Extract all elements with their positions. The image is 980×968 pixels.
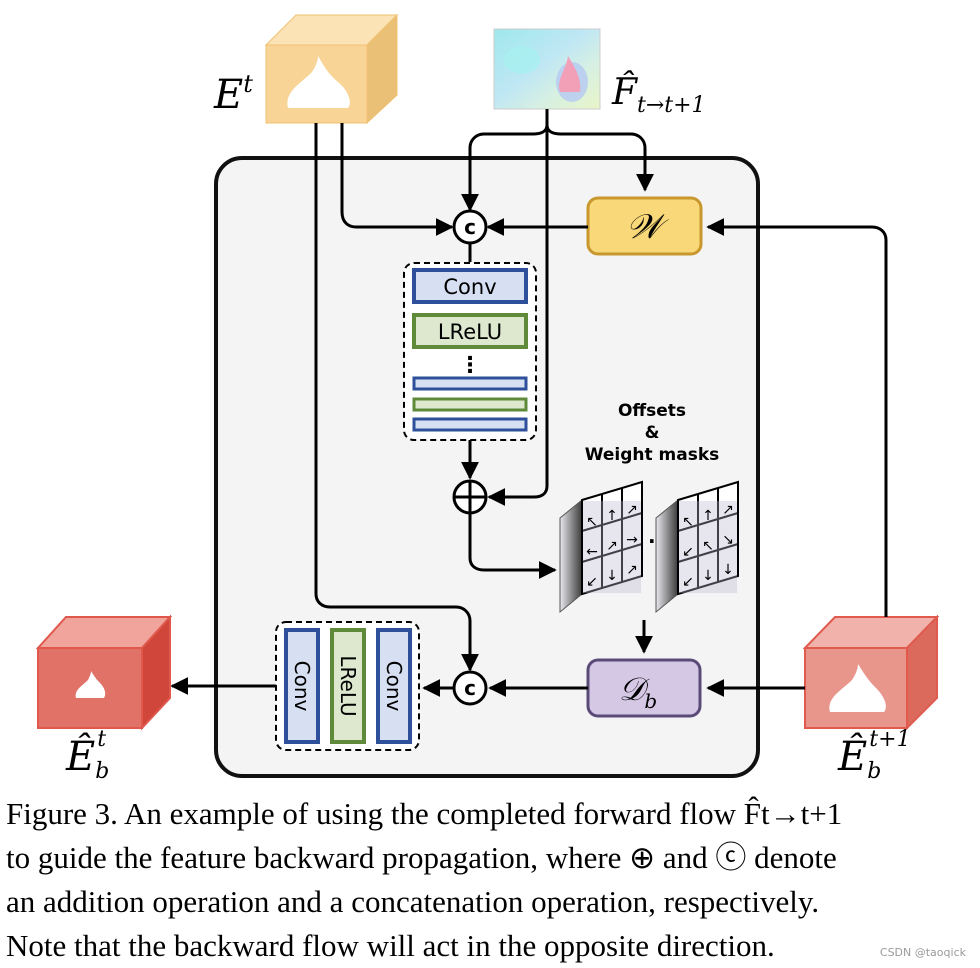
arrow-icon: ↖: [682, 514, 694, 530]
arrow-icon: ↙: [682, 574, 694, 590]
svg-text:c: c: [464, 215, 476, 239]
arrow-icon: ↖: [702, 538, 714, 554]
arrow-icon: ↗: [722, 502, 734, 518]
output-conv-label-2: Conv: [382, 661, 406, 712]
offset-lrelu-label: LReLU: [438, 320, 502, 344]
feature-to-output-concat-line: [314, 123, 479, 672]
flow-label: F̂t→t+1: [611, 70, 706, 118]
add-to-offsets-line: [468, 513, 557, 579]
caption-line-2: to guide the feature backward propagatio…: [6, 840, 837, 875]
offset-sheet-1: ↖ ↑ ↗ ← ↗ → ↙ ↓ ↗: [559, 480, 643, 614]
caption-line-3: an addition operation and a concatenatio…: [6, 884, 820, 919]
arrow-icon: ←: [586, 544, 598, 560]
output-lrelu-layer: [330, 628, 366, 744]
arrow-icon: ↓: [722, 562, 734, 578]
input-feature-label: Et: [213, 70, 253, 118]
offset-conv-block: [403, 262, 537, 441]
offset-sheet-2: ↖ ↑ ↗ ↙ ↖ ↘ ↙ ↓ ↓: [655, 480, 739, 614]
output-conv-layer-2: [376, 628, 412, 744]
offset-conv-label: Conv: [443, 275, 496, 299]
offsets-label-line1: Offsets: [618, 401, 686, 421]
arrow-icon: ↗: [606, 538, 618, 554]
arrow-icon: ↑: [606, 508, 618, 524]
add-node: [452, 479, 488, 515]
offsets-label-line3: Weight masks: [585, 445, 720, 465]
concat-node-top: c: [452, 209, 488, 245]
output-conv-layer-1: [284, 628, 320, 744]
figure-caption: Figure 3. An example of using the comple…: [6, 792, 974, 968]
output-conv-label-1: Conv: [290, 661, 314, 712]
arrow-icon: ↑: [702, 508, 714, 524]
flow-to-warp-line: [545, 124, 654, 192]
offset-layer-thin-2: [412, 397, 528, 412]
flow-to-add-line: [487, 125, 549, 506]
next-feature-cube: [802, 614, 940, 731]
arrow-icon: ↗: [626, 562, 638, 578]
watermark: CSDN @taoqick: [879, 946, 966, 959]
concat-node-bottom: c: [452, 670, 488, 706]
offset-ellipsis: ⋮: [459, 353, 481, 378]
caption-line-1: Figure 3. An example of using the comple…: [6, 796, 843, 831]
arrow-icon: →: [626, 532, 638, 548]
arrow-icon: ↖: [586, 514, 598, 530]
feature-to-concat-line: [340, 123, 454, 236]
caption-line-4: Note that the backward flow will act in …: [6, 928, 775, 963]
output-feature-label: Êbt: [65, 727, 109, 784]
offset-layer-thin-1: [412, 376, 528, 391]
arrow-icon: ↓: [702, 568, 714, 584]
offsets-label-line2: &: [645, 423, 660, 443]
svg-text:c: c: [464, 676, 476, 700]
arrow-icon: ↓: [606, 568, 618, 584]
offset-layer-thin-3: [412, 417, 528, 432]
next-feature-to-warp-line: [706, 218, 888, 617]
flow-map-image: [493, 28, 601, 110]
output-feature-cube: [35, 614, 173, 731]
input-feature-cube: [264, 13, 399, 125]
arrow-icon: ↙: [586, 574, 598, 590]
offset-conv-layer: [412, 268, 528, 304]
arrow-icon: ↘: [722, 532, 734, 548]
diagram-canvas: Et F̂t→t+1 𝒲 c Conv LReLU ⋮ Offse: [35, 13, 940, 784]
output-lrelu-label: LReLU: [336, 655, 360, 716]
offset-lrelu-layer: [412, 313, 528, 349]
arrow-icon: ↙: [682, 544, 694, 560]
arrow-icon: ↗: [626, 502, 638, 518]
next-feature-label: Êbt+1: [837, 727, 911, 784]
